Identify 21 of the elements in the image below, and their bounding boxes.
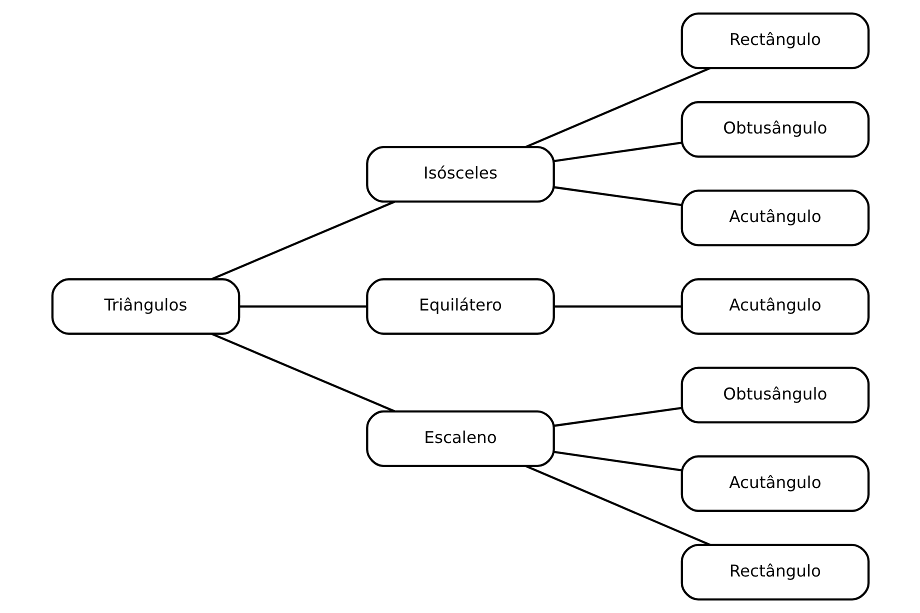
connector (210, 332, 394, 412)
connector (524, 465, 710, 546)
connector (524, 67, 710, 148)
connector (554, 305, 682, 308)
connector (554, 406, 682, 427)
node-box: Isósceles (366, 146, 554, 203)
node-box: Escaleno (366, 410, 554, 467)
node-box: Obtusângulo (680, 101, 870, 158)
node-box: Acutângulo (680, 278, 870, 335)
node-box: Acutângulo (680, 190, 870, 246)
node-box: Rectângulo (680, 12, 870, 70)
connector (210, 200, 394, 280)
node-box: Equilátero (366, 278, 554, 335)
node-box: Rectângulo (680, 544, 870, 601)
node-box: Triângulos (50, 278, 240, 335)
node-box: Acutângulo (680, 455, 870, 512)
connector (554, 450, 682, 472)
node-box: Obtusângulo (680, 366, 870, 424)
connector (238, 305, 367, 308)
connector (554, 142, 682, 162)
connector (554, 186, 682, 206)
